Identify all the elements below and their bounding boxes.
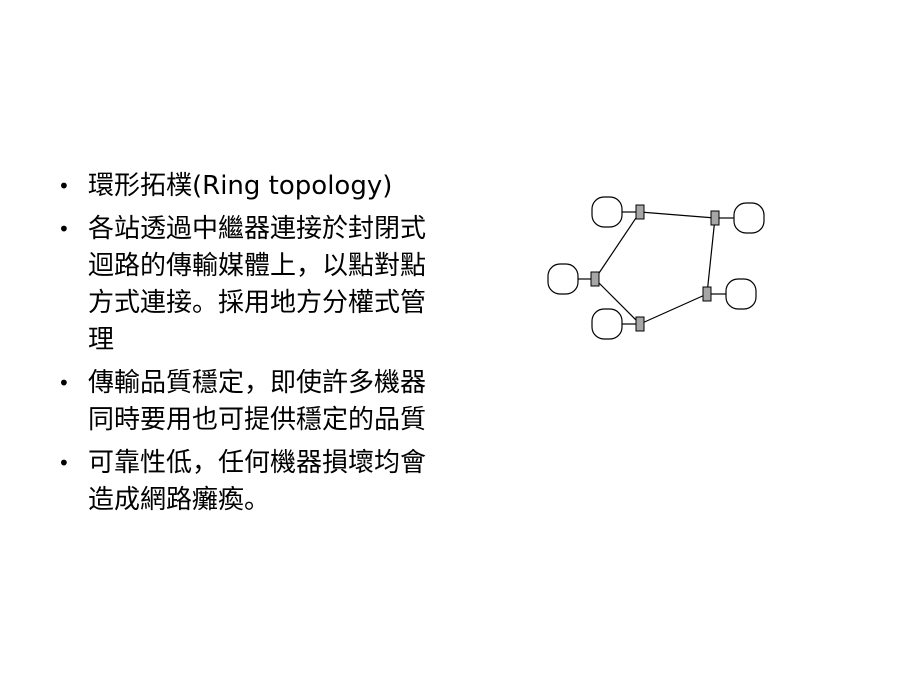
- repeater-node: [635, 204, 645, 220]
- bullet-dot-icon: •: [58, 371, 70, 395]
- bullet-item-ring-topology: • 環形拓樸(Ring topology): [52, 168, 432, 205]
- repeater-node: [702, 286, 712, 302]
- ring-link: [639, 211, 716, 219]
- bullet-text: 環形拓樸(Ring topology): [88, 171, 393, 201]
- bullet-dot-icon: •: [58, 174, 70, 198]
- bullet-list: • 環形拓樸(Ring topology) • 各站透過中繼器連接於封閉式迴路的…: [52, 168, 432, 525]
- bullet-dot-icon: •: [58, 451, 70, 475]
- repeater-node: [590, 271, 600, 287]
- repeater-node: [710, 210, 720, 226]
- repeater-node: [635, 316, 645, 332]
- station-node: [547, 263, 579, 295]
- bullet-text: 傳輸品質穩定，即使許多機器同時要用也可提供穩定的品質: [88, 368, 427, 435]
- station-node: [733, 202, 765, 234]
- station-node: [591, 196, 623, 228]
- station-node: [725, 278, 757, 310]
- bullet-item-quality: • 傳輸品質穩定，即使許多機器同時要用也可提供穩定的品質: [52, 365, 432, 439]
- station-node: [591, 308, 623, 340]
- bullet-item-reliability: • 可靠性低，任何機器損壞均會造成網路癱瘓。: [52, 445, 432, 519]
- bullet-item-connection: • 各站透過中繼器連接於封閉式迴路的傳輸媒體上，以點對點方式連接。採用地方分權式…: [52, 211, 432, 359]
- ring-topology-diagram: [547, 196, 765, 340]
- ring-link: [639, 293, 708, 325]
- bullet-text: 各站透過中繼器連接於封閉式迴路的傳輸媒體上，以點對點方式連接。採用地方分權式管理: [88, 214, 427, 355]
- ring-link: [594, 278, 641, 325]
- ring-link: [594, 211, 641, 280]
- ring-link: [706, 217, 716, 295]
- bullet-dot-icon: •: [58, 217, 70, 241]
- bullet-text: 可靠性低，任何機器損壞均會造成網路癱瘓。: [88, 448, 427, 515]
